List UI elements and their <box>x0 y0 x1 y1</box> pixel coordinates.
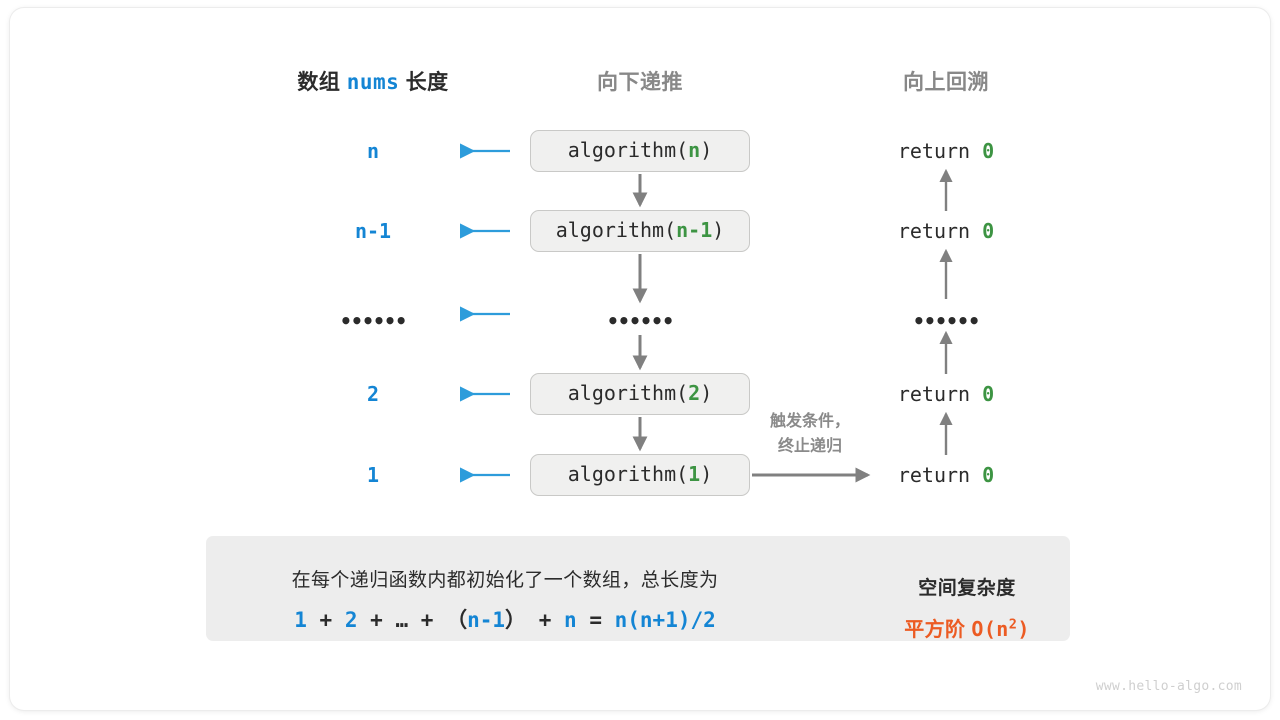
complexity-notation: O(n2) <box>971 616 1030 641</box>
formula-term-1: 1 <box>294 608 307 632</box>
column-header-ascend: 向上回溯 <box>903 71 989 94</box>
complexity-prefix: 平方阶 <box>904 619 966 641</box>
complexity-notation-exponent: 2 <box>1008 616 1018 633</box>
call-node-arg-3: 2 <box>688 381 701 405</box>
call-node-arg-0: n <box>688 138 701 162</box>
call-node-paren-close-3: ) <box>700 381 713 405</box>
formula-equals: = <box>589 608 602 632</box>
return-label-row-4: return 0 <box>898 463 994 487</box>
return-value-3: 0 <box>982 382 995 406</box>
header-left-prefix: 数组 <box>297 71 341 94</box>
complexity-notation-tail: ) <box>1017 617 1030 641</box>
return-keyword-4: return <box>897 463 971 487</box>
formula-op-2: + <box>370 608 383 632</box>
length-label-row-1: n-1 <box>354 219 392 243</box>
call-node-paren-open-4: ( <box>676 462 689 486</box>
length-label-row-2-ellipsis: •••••• <box>339 309 407 333</box>
return-value-1: 0 <box>982 219 995 243</box>
complexity-value: 平方阶 O(n2) <box>904 613 1030 642</box>
formula-term-3: … <box>395 608 409 632</box>
formula-op-4: + <box>538 608 552 632</box>
call-node-paren-open-3: ( <box>676 381 689 405</box>
call-node-fn-3: algorithm <box>567 381 677 405</box>
formula-term-5: n <box>564 608 577 632</box>
summary-box <box>206 536 1070 641</box>
call-node-row-2-ellipsis: •••••• <box>606 309 674 333</box>
base-case-annotation-line2: 终止递归 <box>777 438 843 455</box>
call-node-fn-4: algorithm <box>567 462 677 486</box>
return-keyword-0: return <box>897 139 971 163</box>
call-node-arg-1: n-1 <box>676 218 713 242</box>
base-case-annotation: 触发条件， 终止递归 <box>770 410 850 460</box>
return-keyword-3: return <box>897 382 971 406</box>
formula-term-4: n-1 <box>467 608 506 632</box>
formula-paren-right: ） <box>505 608 527 632</box>
call-node-row-3[interactable]: algorithm(2) <box>530 373 750 415</box>
column-header-array-length: 数组 nums 长度 <box>297 66 448 96</box>
complexity-title: 空间复杂度 <box>918 578 1016 599</box>
return-value-4: 0 <box>982 463 995 487</box>
watermark: www.hello-algo.com <box>1095 679 1242 694</box>
return-row-2-ellipsis: •••••• <box>912 309 980 333</box>
return-label-row-1: return 0 <box>898 219 994 243</box>
formula-op-3: + <box>420 608 434 632</box>
call-node-row-0[interactable]: algorithm(n) <box>530 130 750 172</box>
call-node-row-4[interactable]: algorithm(1) <box>530 454 750 496</box>
formula-paren-left: （ <box>446 608 468 632</box>
summary-formula: 1 + 2 + … + （n-1） + n = n(n+1)/2 <box>294 604 716 634</box>
formula-op-1: + <box>319 608 333 632</box>
blue-length-arrows <box>459 143 510 483</box>
complexity-notation-base: O(n <box>971 617 1009 641</box>
base-case-annotation-line1: 触发条件， <box>769 413 851 431</box>
call-node-fn-0: algorithm <box>567 138 677 162</box>
header-left-suffix: 长度 <box>405 71 449 94</box>
call-node-fn-1: algorithm <box>555 218 665 242</box>
call-node-paren-close-4: ) <box>700 462 713 486</box>
summary-description: 在每个递归函数内都初始化了一个数组，总长度为 <box>291 570 719 591</box>
call-node-paren-close-1: ) <box>712 218 725 242</box>
formula-result: n(n+1)/2 <box>614 608 716 632</box>
diagram-canvas: 数组 nums 长度 向下递推 向上回溯 n n-1 •••••• 2 1 al… <box>10 8 1270 710</box>
formula-term-2: 2 <box>344 608 358 632</box>
call-node-paren-open-0: ( <box>676 138 689 162</box>
length-label-row-0: n <box>366 139 380 163</box>
length-label-row-3: 2 <box>366 382 380 406</box>
return-keyword-1: return <box>897 219 971 243</box>
return-label-row-3: return 0 <box>898 382 994 406</box>
return-label-row-0: return 0 <box>898 139 994 163</box>
header-left-code: nums <box>346 70 400 94</box>
call-node-row-1[interactable]: algorithm(n-1) <box>530 210 750 252</box>
call-node-paren-open-1: ( <box>664 218 677 242</box>
return-value-0: 0 <box>982 139 995 163</box>
call-node-arg-4: 1 <box>688 462 701 486</box>
column-header-descend: 向下递推 <box>597 71 683 94</box>
call-node-paren-close-0: ) <box>700 138 713 162</box>
length-label-row-4: 1 <box>366 463 380 487</box>
